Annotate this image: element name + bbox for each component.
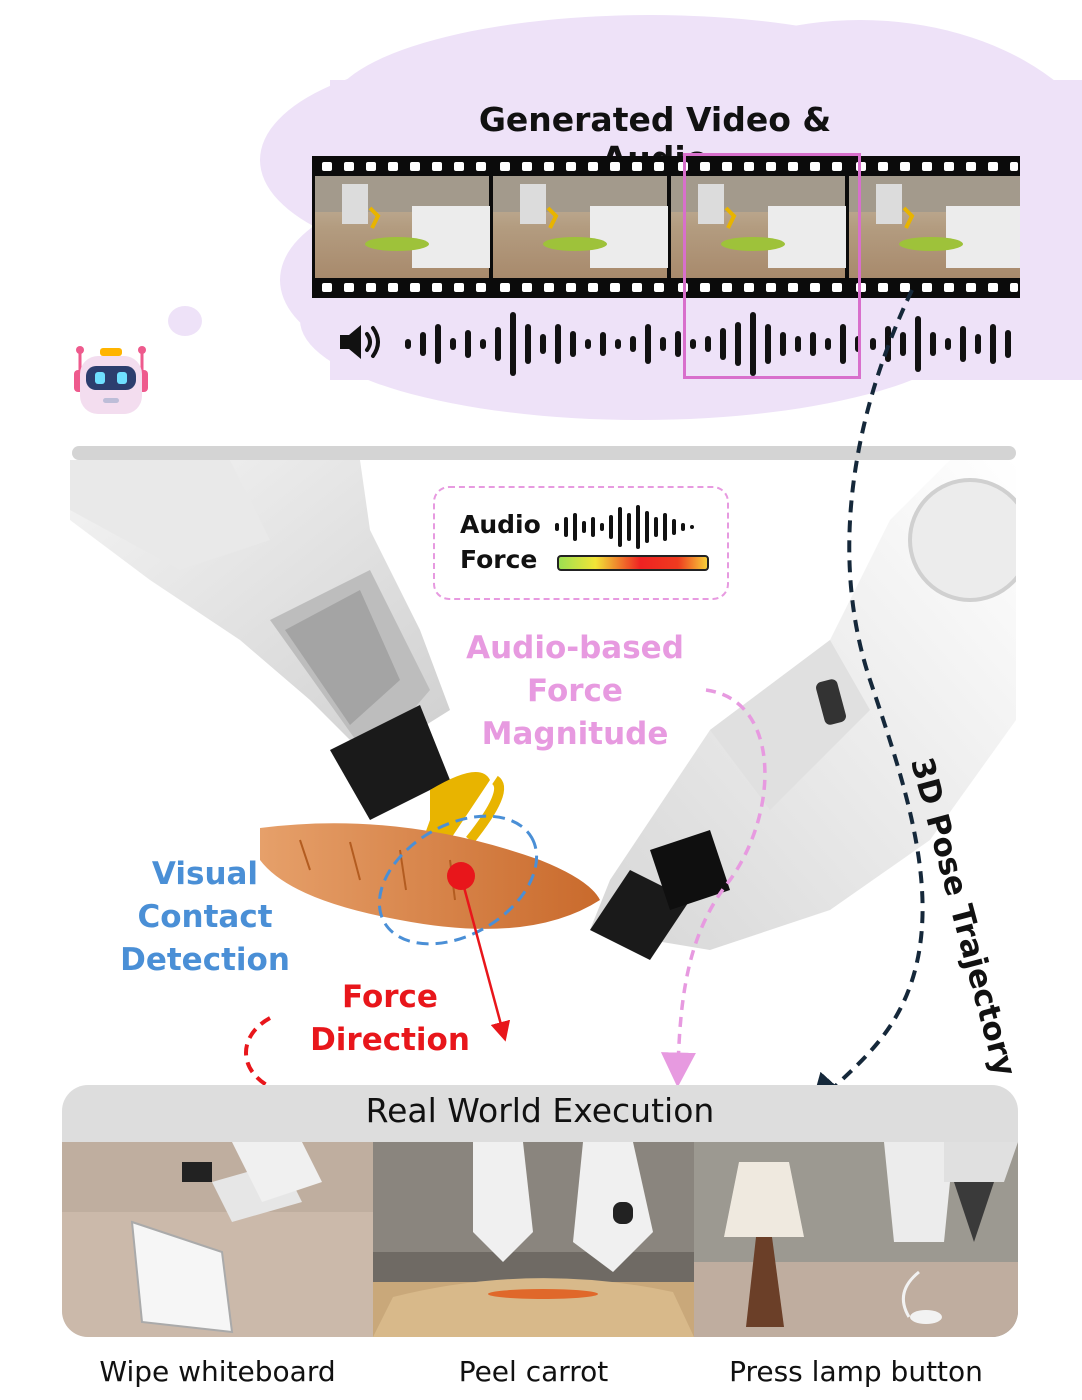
legend-audio-label: Audio	[460, 510, 541, 539]
audio-force-legend	[433, 486, 729, 600]
visual-line1: Visual	[151, 856, 259, 892]
legend-force-label: Force	[460, 545, 538, 574]
legend-audio-waveform	[555, 505, 700, 549]
film-strip	[312, 156, 1020, 298]
force-dir-line2: Direction	[310, 1022, 470, 1058]
task-photo-press-lamp-button	[694, 1142, 1018, 1337]
selected-frame-highlight	[683, 153, 861, 379]
task-label-press-lamp-button: Press lamp button	[729, 1355, 983, 1388]
robot-avatar-icon	[70, 344, 152, 418]
visual-line3: Detection	[120, 942, 290, 978]
audio-waveform	[405, 310, 1017, 378]
speaker-icon	[338, 322, 386, 362]
execution-panel: Real World Execution	[62, 1085, 1018, 1337]
task-photo-peel-carrot	[373, 1142, 694, 1337]
force-dir-line1: Force	[342, 979, 438, 1015]
visual-line2: Contact	[137, 899, 273, 935]
audio-force-line3: Magnitude	[481, 716, 669, 752]
task-photo-wipe-whiteboard	[62, 1142, 373, 1337]
section-divider	[72, 446, 1016, 460]
visual-contact-detection-label: Visual Contact Detection	[105, 853, 305, 982]
task-label-wipe-whiteboard: Wipe whiteboard	[99, 1355, 336, 1388]
execution-title: Real World Execution	[365, 1091, 715, 1130]
task-label-peel-carrot: Peel carrot	[458, 1355, 609, 1388]
audio-force-magnitude-label: Audio-based Force Magnitude	[440, 627, 710, 756]
audio-force-line1: Audio-based	[466, 630, 684, 666]
force-direction-label: Force Direction	[290, 976, 490, 1062]
legend-force-colorbar	[557, 555, 709, 571]
audio-force-line2: Force	[527, 673, 623, 709]
